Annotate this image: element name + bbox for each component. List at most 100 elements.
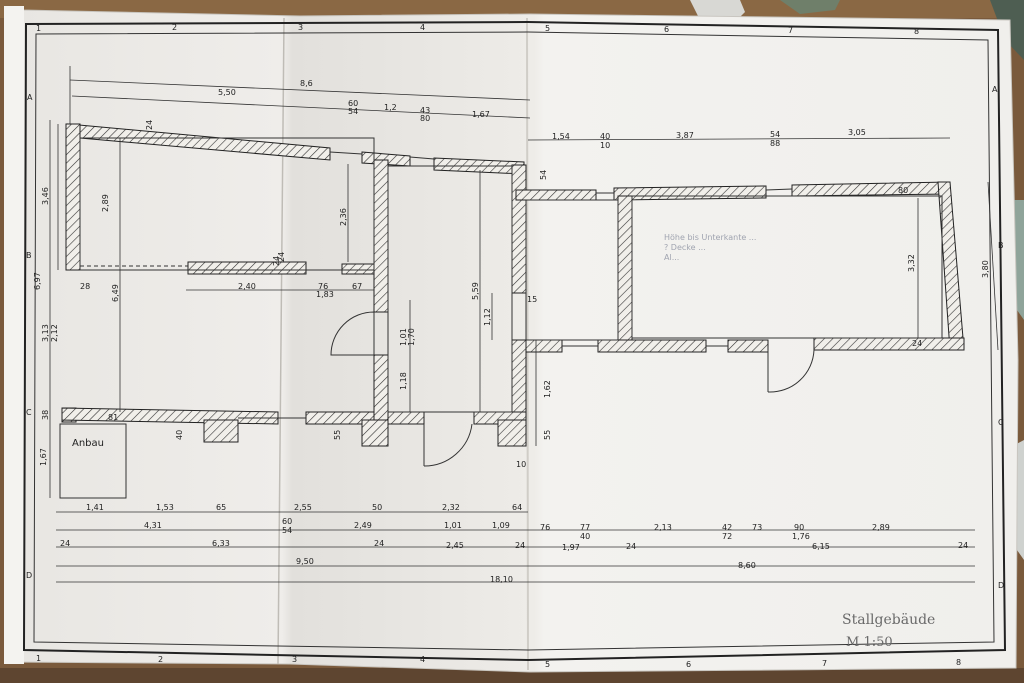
dim-label: 77 bbox=[580, 523, 590, 532]
dim-label: 1,01 bbox=[444, 521, 462, 530]
dim-label: 6,49 bbox=[111, 284, 120, 302]
frame-label: C bbox=[26, 408, 32, 417]
dim-label: 50 bbox=[372, 503, 382, 512]
faint-note-line: Al... bbox=[664, 253, 679, 262]
frame-label: 2 bbox=[158, 655, 163, 664]
dim-label: 24 bbox=[145, 120, 154, 130]
dim-label: 2,89 bbox=[101, 194, 110, 212]
wall-bottom-right-c bbox=[727, 339, 769, 353]
frame-label: D bbox=[998, 581, 1004, 590]
dim-label: 18,10 bbox=[490, 575, 513, 584]
pillar-2 bbox=[361, 419, 389, 447]
dim-label: 54 bbox=[770, 130, 780, 139]
dim-label: 3,80 bbox=[981, 260, 990, 278]
drawing-frame-inner bbox=[33, 31, 995, 651]
frame-label: 2 bbox=[172, 23, 177, 32]
frame-label: 8 bbox=[914, 27, 919, 36]
dim-label: 1,41 bbox=[86, 503, 104, 512]
dim-label: 24 bbox=[60, 539, 70, 548]
window-line bbox=[329, 151, 363, 155]
dim-label: 81 bbox=[108, 413, 118, 422]
dim-label: 2,45 bbox=[446, 541, 464, 550]
drawing-frame bbox=[22, 20, 1007, 662]
anbau-outline bbox=[59, 423, 127, 499]
frame-label: 1 bbox=[36, 654, 41, 663]
dimension-lines bbox=[49, 66, 999, 583]
dim-label: 65 bbox=[216, 503, 226, 512]
wall-vertical-a2 bbox=[373, 354, 389, 426]
dim-label: 3,13 bbox=[41, 324, 50, 342]
frame-label: C bbox=[998, 418, 1004, 427]
doors bbox=[330, 293, 815, 467]
dim-label: 76 bbox=[540, 523, 550, 532]
dim-label: 9,50 bbox=[296, 557, 314, 566]
dim-label: 2,12 bbox=[50, 324, 59, 342]
dim-line bbox=[987, 181, 999, 351]
dim-label: 55 bbox=[333, 430, 342, 440]
wall-top-right-b bbox=[613, 185, 767, 201]
room-label-anbau: Anbau bbox=[72, 438, 104, 449]
room-outline bbox=[79, 137, 375, 271]
dim-label: 2,36 bbox=[339, 208, 348, 226]
pillar-1 bbox=[203, 419, 239, 443]
dim-label: 1,76 bbox=[792, 532, 810, 541]
dim-label: 80 bbox=[420, 114, 430, 123]
dim-label: 54 bbox=[348, 107, 358, 116]
drawing-title: Stallgebäude bbox=[842, 612, 935, 628]
dim-label: 6,15 bbox=[812, 542, 830, 551]
dim-label: 43 bbox=[420, 106, 430, 115]
dim-label: 24 bbox=[958, 541, 968, 550]
dim-label: 1,54 bbox=[552, 132, 570, 141]
dim-label: 1,62 bbox=[543, 380, 552, 398]
dim-label: 1,67 bbox=[472, 110, 490, 119]
dimension-labels: 8,6 5,50 60 54 1,2 43 80 1,67 1,54 40 10… bbox=[33, 79, 990, 584]
dim-label: 40 bbox=[175, 430, 184, 440]
wall-left-outer bbox=[65, 123, 81, 271]
dim-label: 64 bbox=[512, 503, 522, 512]
frame-label: 3 bbox=[292, 655, 297, 664]
dim-label: 8,6 bbox=[300, 79, 313, 88]
frame-label: 3 bbox=[298, 23, 303, 32]
outlines bbox=[59, 137, 943, 499]
dim-label: 1,83 bbox=[316, 290, 334, 299]
wall-bottom-right-d bbox=[813, 337, 965, 351]
dim-label: 6,33 bbox=[212, 539, 230, 548]
dim-label: 90 bbox=[794, 523, 804, 532]
dim-label: 38 bbox=[41, 410, 50, 420]
wall-right-partition bbox=[617, 195, 633, 345]
dim-label: 5,59 bbox=[471, 282, 480, 300]
dim-label: 2,13 bbox=[654, 523, 672, 532]
dim-label: 24 bbox=[626, 542, 636, 551]
wall-bottom-bath bbox=[387, 411, 425, 425]
door-swing bbox=[767, 349, 815, 393]
dim-label: 1,70 bbox=[407, 328, 416, 346]
dim-label: 1,2 bbox=[384, 103, 397, 112]
dim-label: 88 bbox=[770, 139, 780, 148]
frame-label: 8 bbox=[956, 658, 961, 667]
frame-label: 5 bbox=[545, 660, 550, 669]
dim-label: 24 bbox=[515, 541, 525, 550]
dim-label: 1,67 bbox=[39, 448, 48, 466]
dim-label: 42 bbox=[722, 523, 732, 532]
dim-label: 54 bbox=[539, 170, 548, 180]
wall-bottom-right-a bbox=[525, 339, 563, 353]
wall-mid-partition bbox=[187, 261, 307, 275]
frame-label: 6 bbox=[664, 25, 669, 34]
frame-label: 4 bbox=[420, 655, 425, 664]
frame-label: D bbox=[26, 571, 32, 580]
dim-label: 10 bbox=[516, 460, 526, 469]
dim-label: 40 bbox=[600, 132, 610, 141]
dim-line bbox=[69, 79, 531, 101]
frame-label: B bbox=[998, 241, 1004, 250]
dim-label: 60 bbox=[282, 517, 292, 526]
dim-label: 6,97 bbox=[33, 272, 42, 290]
dim-label: 2,55 bbox=[294, 503, 312, 512]
dim-label: 3,32 bbox=[907, 254, 916, 272]
dim-label: 1,09 bbox=[492, 521, 510, 530]
wall-vertical-hall bbox=[511, 164, 527, 294]
dim-label: 8,60 bbox=[738, 561, 756, 570]
frame-label: A bbox=[992, 85, 998, 94]
frame-label: 7 bbox=[822, 659, 827, 668]
dim-label: 24 bbox=[277, 252, 286, 262]
